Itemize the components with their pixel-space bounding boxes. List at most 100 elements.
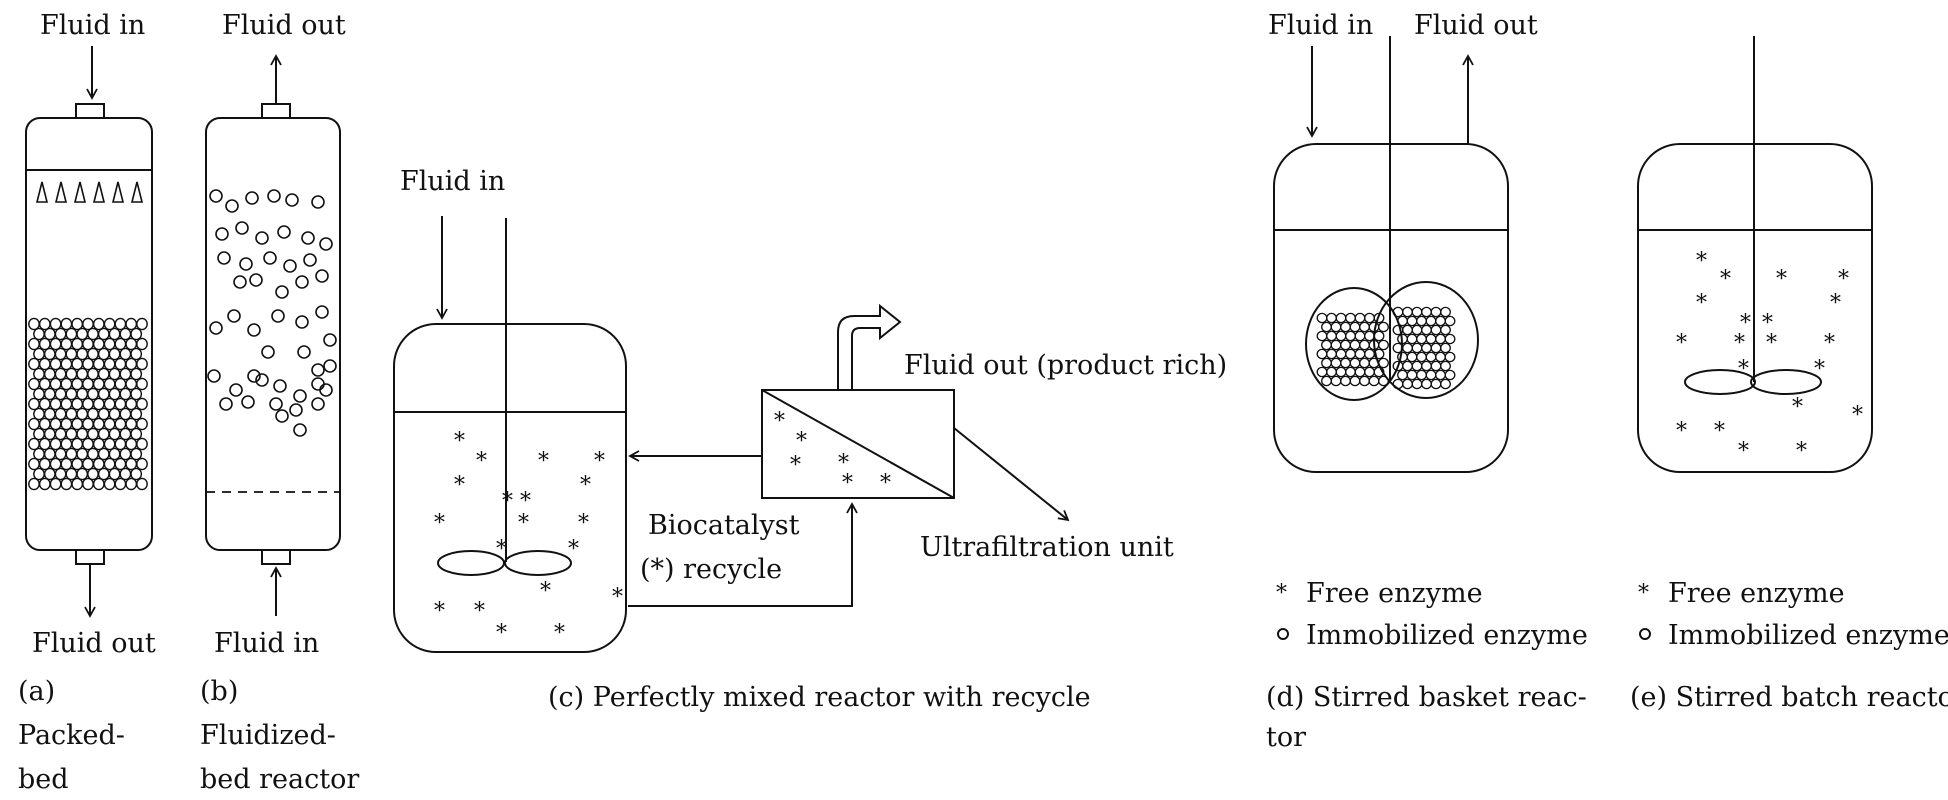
immobilized-bead xyxy=(1430,360,1442,372)
recycle-label: (*) recycle xyxy=(640,554,782,585)
ultrafiltration-membrane xyxy=(761,389,955,499)
immobilized-bead xyxy=(1378,339,1389,351)
distributor-nozzle-icon xyxy=(111,181,125,203)
mixed-reactor-inlet-label: Fluid in xyxy=(400,166,505,197)
immobilized-bead xyxy=(1340,339,1351,351)
immobilized-bead xyxy=(1444,315,1456,327)
caption-e: (e) Stirred batch reactor xyxy=(1630,682,1948,713)
caption-b-line3: bed reactor xyxy=(200,764,359,795)
free-enzyme-asterisk: * xyxy=(1762,311,1773,336)
immobilized-bead xyxy=(1416,351,1427,363)
free-enzyme-asterisk: * xyxy=(554,621,565,646)
fluidized-particle xyxy=(297,345,311,359)
fluidized-particle xyxy=(277,225,291,239)
free-enzyme-asterisk: * xyxy=(594,449,605,474)
basket-reactor-outlet-label: Fluid out xyxy=(1414,10,1538,41)
fluidized-particle xyxy=(209,321,223,335)
mixed-reactor-impeller-left xyxy=(437,550,505,576)
retained-enzyme-asterisk: * xyxy=(838,451,849,476)
free-enzyme-asterisk: * xyxy=(1720,267,1731,292)
immobilized-bead xyxy=(1364,330,1375,342)
retained-enzyme-asterisk: * xyxy=(880,471,891,496)
fluidized-particle xyxy=(235,221,249,235)
packed-particle xyxy=(136,337,148,351)
fluidized-bed-top-nozzle xyxy=(261,103,291,119)
immobilized-bead xyxy=(1335,366,1347,378)
fluidized-particle xyxy=(285,193,299,207)
free-enzyme-asterisk: * xyxy=(1830,291,1841,316)
packed-particle xyxy=(136,457,148,471)
free-enzyme-asterisk: * xyxy=(476,449,487,474)
fluidized-particle xyxy=(245,191,259,205)
free-enzyme-asterisk: * xyxy=(434,511,445,536)
fluidized-particles xyxy=(207,189,337,437)
immobilized-bead xyxy=(1316,312,1328,324)
free-enzyme-asterisk: * xyxy=(1838,267,1849,292)
packed-particle xyxy=(28,477,40,491)
packed-particle xyxy=(92,477,105,491)
immobilized-bead xyxy=(1345,366,1356,378)
fluidized-particle xyxy=(263,251,277,265)
immobilized-bead xyxy=(1326,348,1337,360)
fluidized-particle xyxy=(311,377,325,391)
immobilized-bead xyxy=(1330,357,1342,369)
packed-particle xyxy=(114,477,127,491)
immobilized-bead xyxy=(1349,321,1361,333)
packed-particle xyxy=(136,397,148,411)
legend-e-circle-icon xyxy=(1639,628,1651,640)
immobilized-bead xyxy=(1359,321,1370,333)
free-enzyme-asterisk: * xyxy=(1740,311,1751,336)
immobilized-bead xyxy=(1340,357,1351,369)
packed-particle xyxy=(136,317,148,331)
immobilized-bead xyxy=(1340,375,1351,387)
free-enzyme-asterisk: * xyxy=(1766,331,1777,356)
fluidized-bed-outlet-label: Fluid out xyxy=(222,10,346,41)
fluidized-particle xyxy=(247,369,261,383)
legend-e-free-enzyme: Free enzyme xyxy=(1668,578,1845,609)
fluidized-particle xyxy=(295,315,309,329)
stirred-batch-reactor: ******************** * Free enzyme Immob… xyxy=(1630,36,1948,713)
free-enzyme-asterisk: * xyxy=(568,537,579,562)
free-enzyme-asterisk: * xyxy=(434,599,445,624)
packed-particle xyxy=(125,477,138,491)
immobilized-bead xyxy=(1421,378,1432,390)
immobilized-bead xyxy=(1421,342,1432,354)
fluidized-particle xyxy=(275,409,289,423)
immobilized-bead xyxy=(1321,339,1332,351)
immobilized-bead xyxy=(1378,321,1389,333)
free-enzyme-asterisk: * xyxy=(540,579,551,604)
immobilized-bead xyxy=(1402,360,1413,372)
immobilized-bead xyxy=(1373,330,1385,342)
free-enzyme-asterisk: * xyxy=(1824,331,1835,356)
packed-particle xyxy=(136,437,148,451)
packed-bed-inlet-label: Fluid in xyxy=(40,10,145,41)
packed-particle xyxy=(130,327,143,341)
fluidized-particle xyxy=(255,231,269,245)
fluidized-particle xyxy=(233,275,247,289)
immobilized-bead xyxy=(1435,333,1446,345)
immobilized-bead xyxy=(1373,312,1385,324)
fluidized-particle xyxy=(269,397,283,411)
free-enzyme-asterisk: * xyxy=(612,585,623,610)
mixed-reactor-with-recycle: Fluid in ******************* ****** Flui… xyxy=(393,166,1227,713)
immobilized-bead xyxy=(1321,321,1332,333)
immobilized-bead xyxy=(1335,312,1347,324)
basket-reactor-inlet-label: Fluid in xyxy=(1268,10,1373,41)
free-enzyme-asterisk: * xyxy=(1796,439,1807,464)
retained-enzyme-asterisk: * xyxy=(842,471,853,496)
ultrafiltration-label: Ultrafiltration unit xyxy=(920,532,1174,563)
packed-particle xyxy=(82,477,94,491)
immobilized-bead xyxy=(1378,375,1389,387)
packed-particle xyxy=(130,447,143,461)
immobilized-bead xyxy=(1326,330,1337,342)
reactor-to-unit-arrow xyxy=(628,502,858,607)
free-enzyme-asterisk: * xyxy=(520,489,531,514)
legend-d-circle-icon xyxy=(1277,628,1289,640)
batch-reactor-impeller-right xyxy=(1750,369,1822,395)
immobilized-bead xyxy=(1335,348,1347,360)
basket-immobilized-enzyme xyxy=(1316,306,1456,390)
free-enzyme-asterisk: * xyxy=(1852,403,1863,428)
immobilized-bead xyxy=(1440,306,1451,318)
immobilized-bead xyxy=(1411,342,1423,354)
fluidized-bed-inlet-label: Fluid in xyxy=(214,628,319,659)
